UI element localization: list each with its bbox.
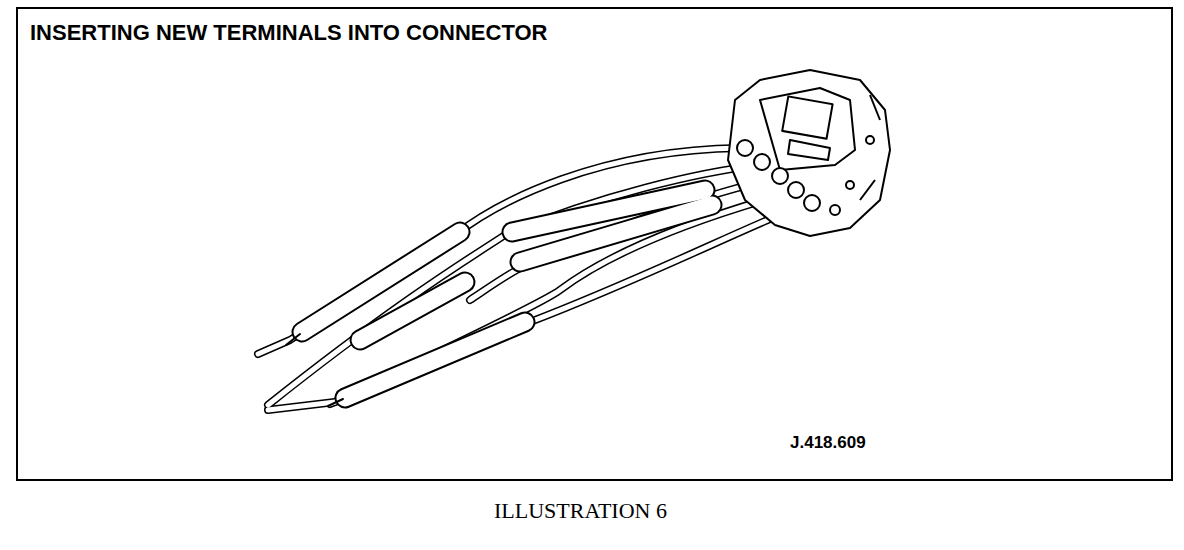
figure-caption: ILLUSTRATION 6 <box>494 498 667 524</box>
frame <box>17 8 1172 480</box>
connector-body <box>728 70 890 236</box>
drawing-code: J.418.609 <box>790 433 866 453</box>
illustration-title: INSERTING NEW TERMINALS INTO CONNECTOR <box>30 20 547 46</box>
wires <box>258 148 808 410</box>
